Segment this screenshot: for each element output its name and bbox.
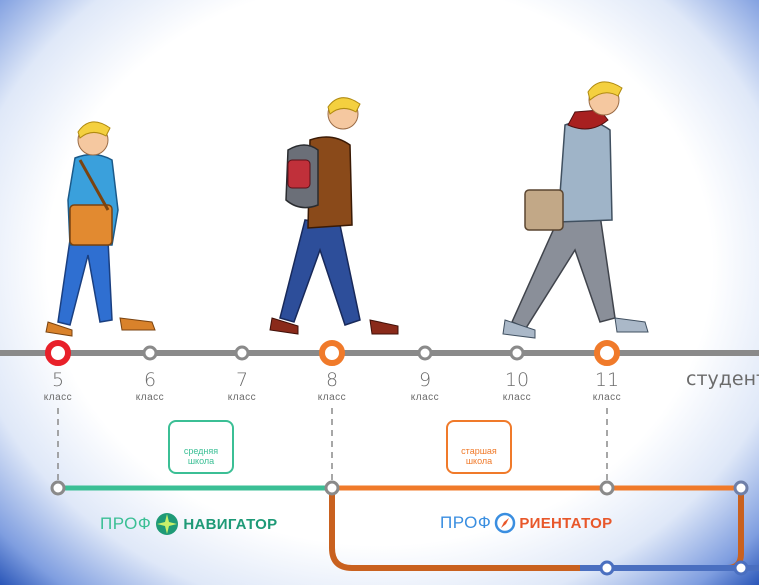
grade-number: 9 [418,369,432,391]
grade-word: класс [410,392,440,403]
brand-suffix: РИЕНТАТОР [519,514,613,532]
station [599,480,615,496]
brand-prefix: ПРОФ [100,514,152,533]
brand-prefix: ПРОФ [440,513,492,532]
station [733,560,749,576]
station-start [45,340,71,366]
badge-line: старшая [461,446,497,456]
compass-o-icon [495,512,516,534]
student-label: студент [686,368,759,390]
station [733,480,749,496]
student-boy-5th-grade [45,121,156,337]
station [50,480,66,496]
station-major [594,340,620,366]
grade-label-6: 6 класс [130,370,170,403]
prof-orientator-logo: ПРОФ РИЕНТАТОР [440,512,612,534]
brand-suffix: НАВИГАТОР [183,515,278,533]
grade-number: 5 [51,369,65,391]
grade-number: 6 [143,369,157,391]
grade-number: 11 [594,369,620,391]
grade-number: 10 [504,369,530,391]
grade-number: 8 [325,369,339,391]
grade-word: класс [227,392,257,403]
middle-school-badge: средняя школа [168,420,234,474]
grade-word: класс [592,392,622,403]
grade-word: класс [43,392,73,403]
senior-school-badge: старшая школа [446,420,512,474]
station [324,480,340,496]
badge-line: школа [465,456,493,466]
grade-number: 7 [235,369,249,391]
station [509,345,525,361]
station [142,345,158,361]
student-boy-8th-grade [269,97,399,335]
station [417,345,433,361]
grade-word: класс [317,392,347,403]
grade-label-9: 9 класс [405,370,445,403]
grade-label-11: 11 класс [587,370,627,403]
grade-label-5: 5 класс [38,370,78,403]
station [599,560,615,576]
badge-line: средняя [183,446,219,456]
grade-label-7: 7 класс [222,370,262,403]
station-major [319,340,345,366]
grade-word: класс [135,392,165,403]
prof-navigator-logo: ПРОФ НАВИГАТОР [100,512,277,536]
orientator-loop-line [329,488,744,571]
grade-word: класс [502,392,532,403]
student-boy-11th-grade [502,81,649,339]
grade-label-10: 10 класс [497,370,537,403]
badge-line: школа [187,456,215,466]
grade-label-8: 8 класс [312,370,352,403]
star-compass-icon [156,513,179,535]
station [234,345,250,361]
